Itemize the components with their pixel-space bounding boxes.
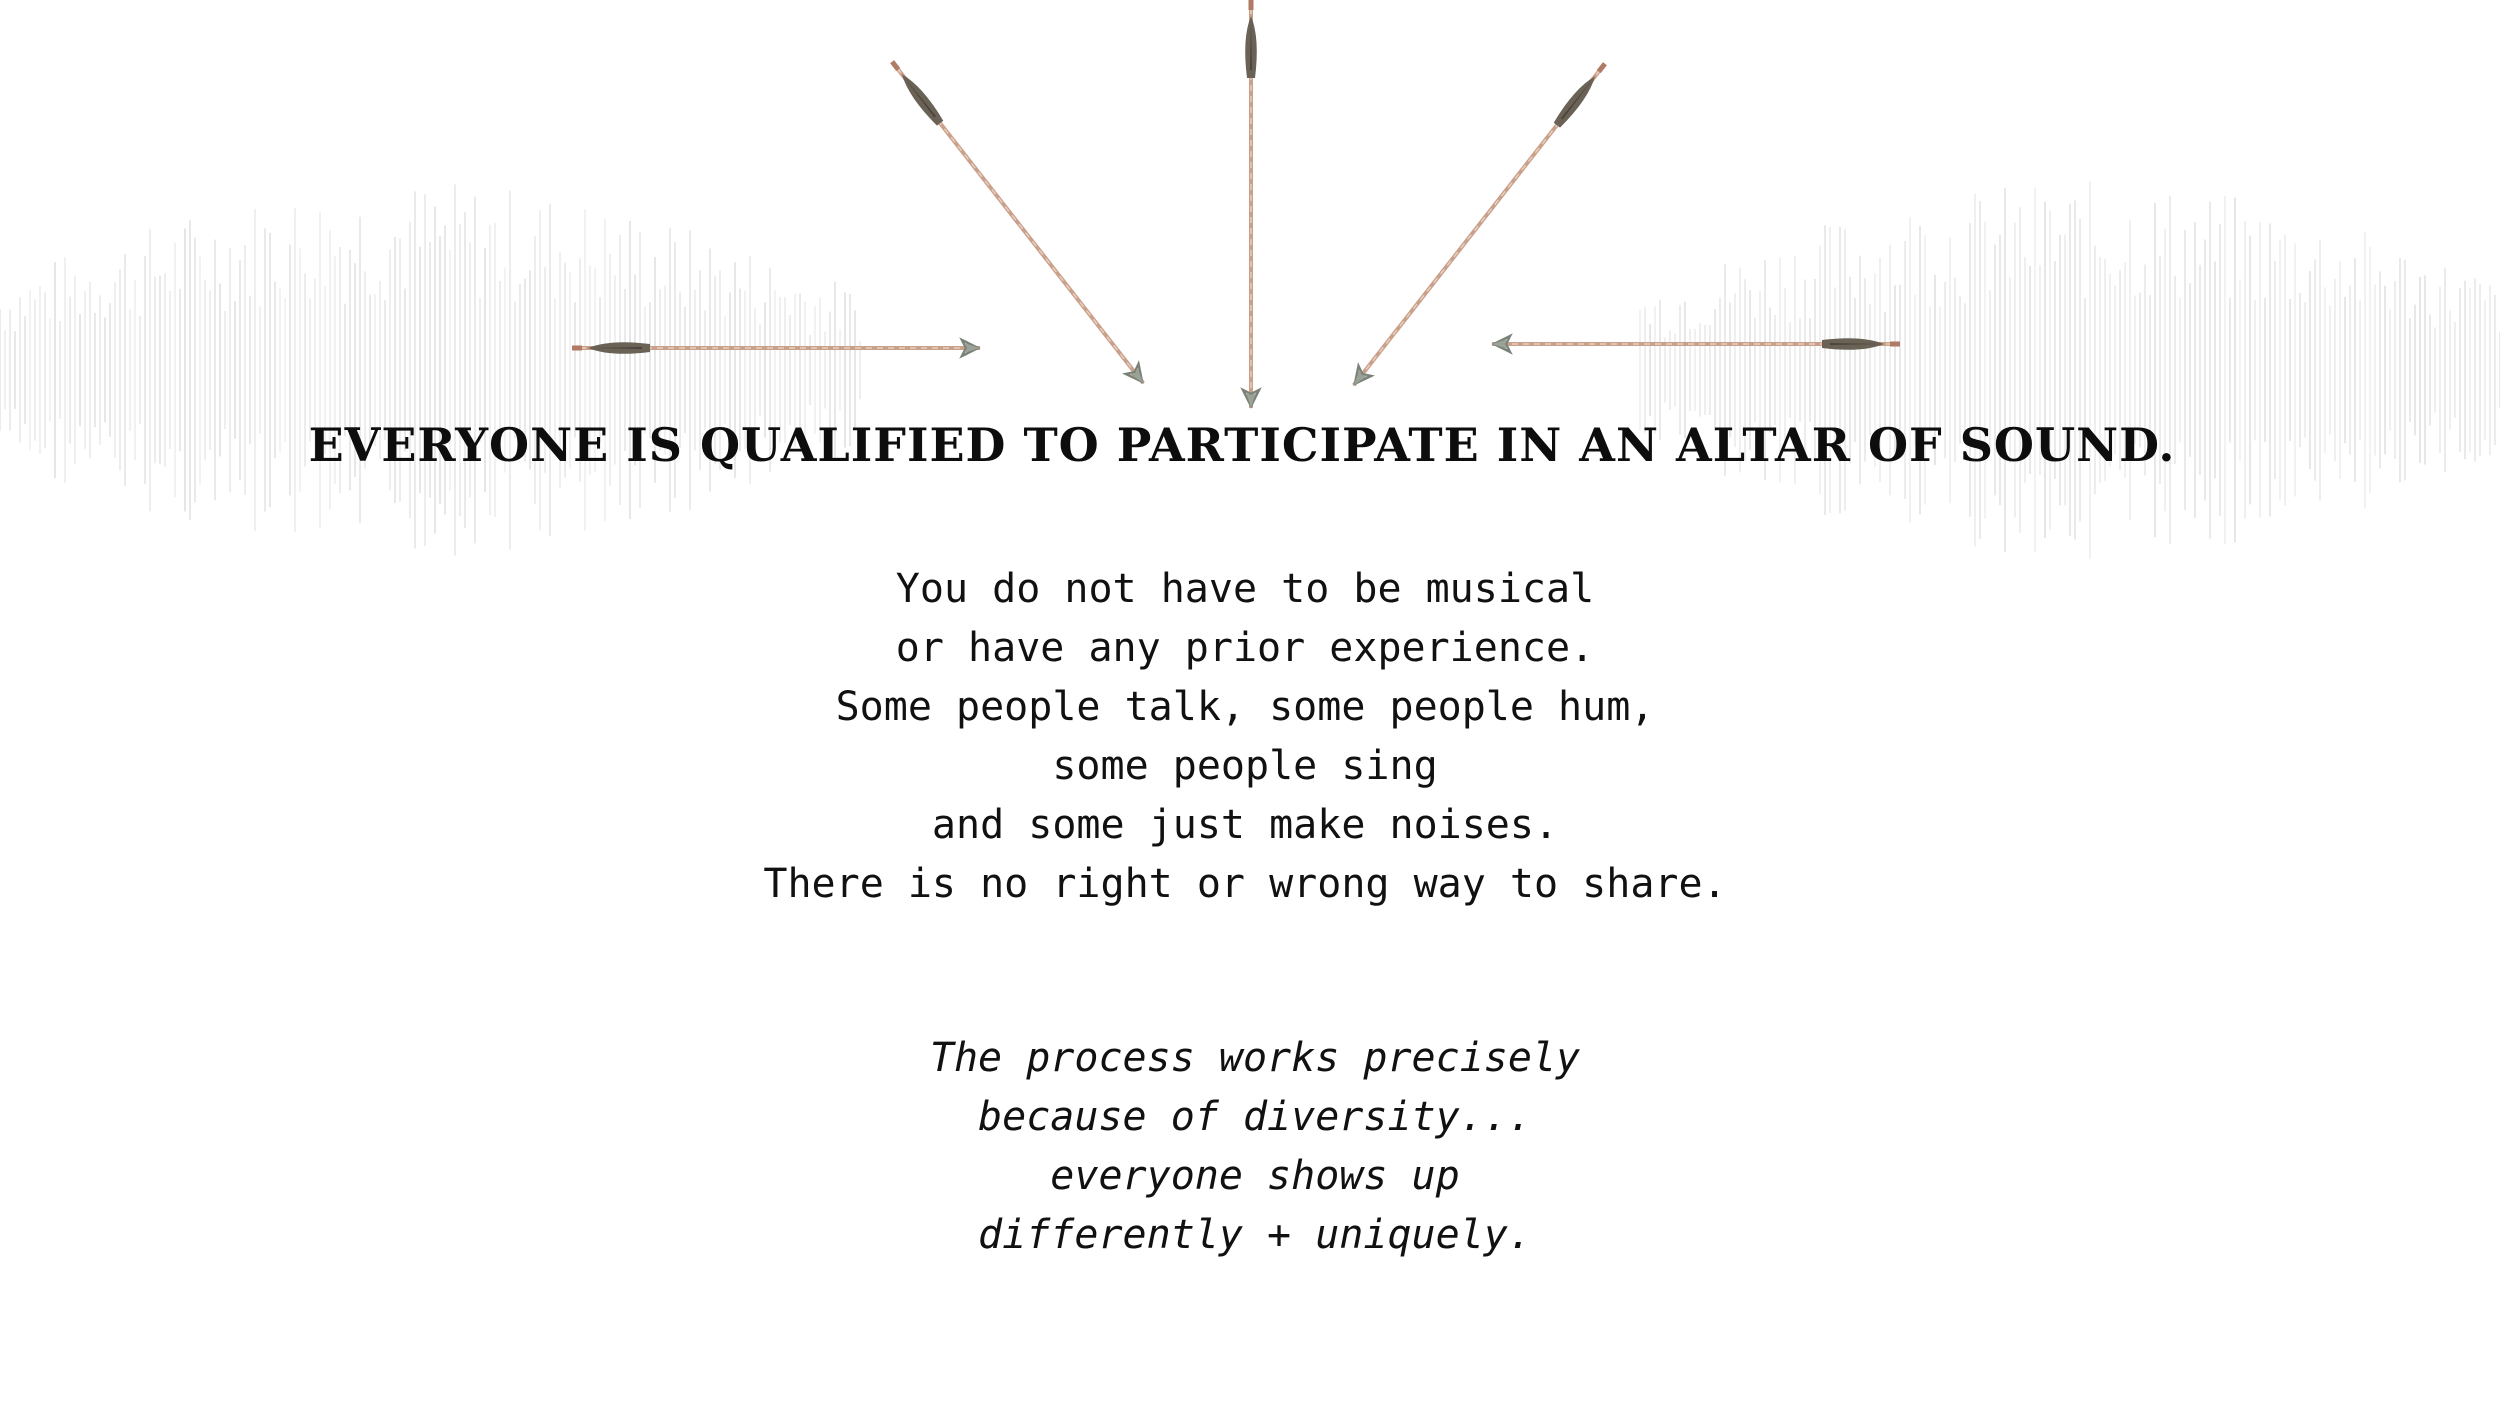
body-line: or have any prior experience. <box>895 625 1595 671</box>
body-copy: You do not have to be musical or have an… <box>0 560 2490 914</box>
sound-waveform-background <box>0 181 2500 559</box>
body-line: some people sing <box>1052 743 1438 789</box>
body-line: and some just make noises. <box>931 802 1559 848</box>
quote-line: The process works precisely <box>929 1035 1581 1081</box>
quote-line: everyone shows up <box>1050 1153 1460 1199</box>
arrow-top-icon <box>1241 0 1261 410</box>
quote-line: because of diversity... <box>978 1094 1532 1140</box>
quote-line: differently + uniquely. <box>978 1212 1532 1258</box>
arrow-left-icon <box>570 338 982 358</box>
body-line: You do not have to be musical <box>895 566 1595 612</box>
headline: EVERYONE IS QUALIFIED TO PARTICIPATE IN … <box>308 418 2176 472</box>
quote-block: The process works precisely because of d… <box>0 1029 2500 1265</box>
arrow-right-icon <box>1490 334 1902 354</box>
body-line: There is no right or wrong way to share. <box>763 861 1727 907</box>
arrows-sunburst-decoration <box>570 0 1902 410</box>
body-line: Some people talk, some people hum, <box>835 684 1655 730</box>
arrow-upper-right-icon <box>1345 56 1614 393</box>
arrow-upper-left-icon <box>883 54 1152 391</box>
